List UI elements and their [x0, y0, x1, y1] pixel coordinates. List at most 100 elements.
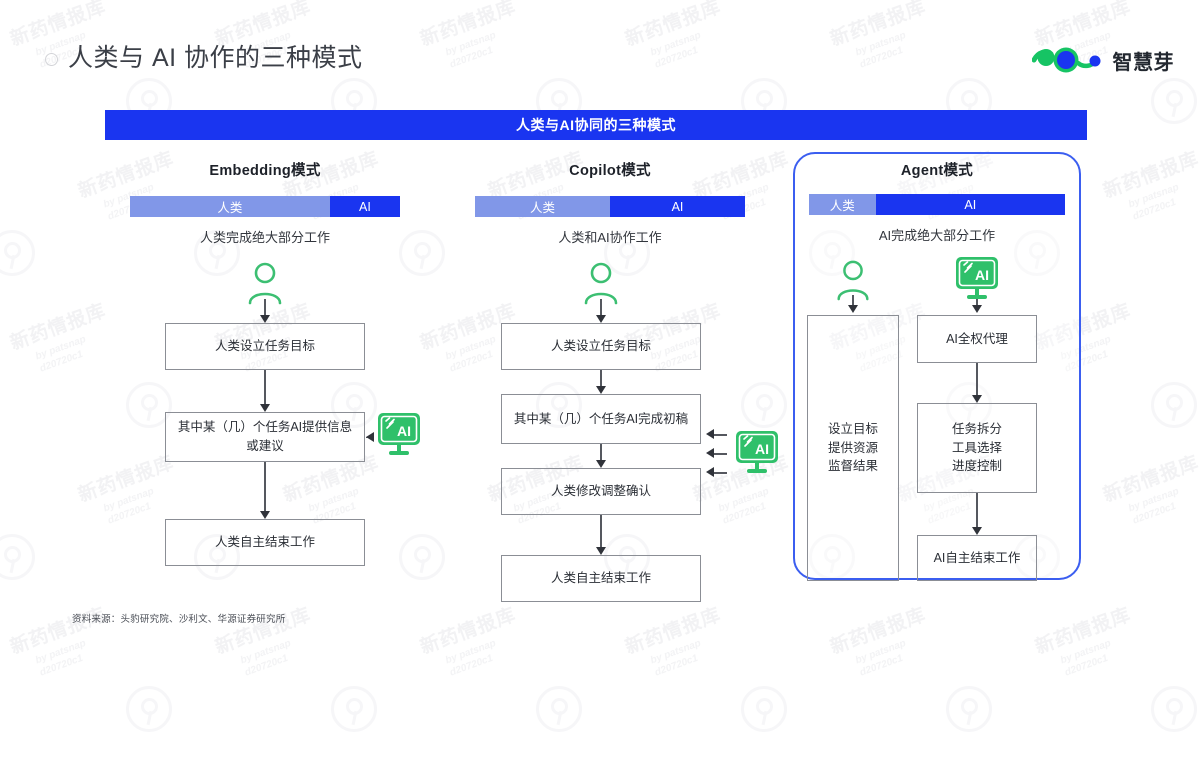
ai-monitor-icon: AI	[736, 431, 778, 473]
circle-outline-icon	[45, 53, 58, 66]
node-line: 设立目标	[827, 421, 878, 436]
source-note: 资料来源：头豹研究院、沙利文、华源证券研究所	[72, 614, 286, 625]
split-bar-ai-segment: AI	[329, 196, 400, 217]
arrow-down-icon	[971, 527, 982, 535]
node-line: 进度控制	[951, 459, 1002, 474]
connector-line	[976, 493, 978, 533]
connector-line	[713, 472, 727, 474]
node-copilot-4: 人类自主结束工作	[501, 555, 701, 602]
brand-logo-group: 智慧芽	[1031, 44, 1175, 76]
patsnap-circle-watermark-icon	[946, 686, 992, 732]
column-title-agent: Agent模式	[900, 163, 974, 179]
connector-line	[264, 370, 266, 410]
split-bar-ai-segment: AI	[610, 196, 745, 217]
patsnap-circle-watermark-icon	[0, 534, 35, 580]
arrow-down-icon	[259, 404, 270, 412]
patsnap-circle-watermark-icon	[126, 686, 172, 732]
arrow-left-icon	[706, 467, 714, 478]
arrow-down-icon	[259, 315, 270, 323]
node-embedding-1: 人类设立任务目标	[165, 323, 365, 370]
page-title: 人类与 AI 协作的三种模式	[68, 44, 363, 72]
svg-text:AI: AI	[975, 267, 989, 283]
watermark-primary-text: 新药情报库	[417, 604, 519, 659]
node-copilot-1: 人类设立任务目标	[501, 323, 701, 370]
patsnap-circle-watermark-icon	[741, 686, 787, 732]
mode-column-agent: Agent模式 人类 AI AI完成绝大部分工作 AI	[793, 152, 1081, 581]
arrow-down-icon	[847, 305, 858, 313]
connector-line	[713, 453, 727, 455]
mode-column-copilot: Copilot模式 人类 AI 人类和AI协作工作 人类设立任务目标 其中某（几…	[475, 160, 778, 602]
node-embedding-3: 人类自主结束工作	[165, 519, 365, 566]
arrow-down-icon	[595, 547, 606, 555]
node-line: 工具选择	[951, 440, 1002, 455]
connector-line	[264, 462, 266, 517]
node-line: 任务拆分	[951, 421, 1002, 436]
node-copilot-3: 人类修改调整确认	[501, 468, 701, 515]
split-bar-human-segment: 人类	[475, 196, 610, 217]
brand-name: 智慧芽	[1112, 51, 1174, 74]
arrow-down-icon	[595, 386, 606, 394]
watermark-primary-text: 新药情报库	[7, 300, 109, 355]
patsnap-circle-watermark-icon	[1151, 382, 1197, 428]
flow-copilot: 人类设立任务目标 其中某（几）个任务AI完成初稿 人类修改调整确认 人类自主结束…	[475, 261, 778, 602]
connector-line	[600, 444, 602, 466]
patsnap-circle-watermark-icon	[399, 230, 445, 276]
flow-agent: AI 设立目标 提供资源 监督结果 AI全权代理 任务拆分 工具选择 进度控制	[793, 257, 1081, 599]
split-bar-human-segment: 人类	[130, 196, 330, 217]
arrow-down-icon	[595, 315, 606, 323]
watermark-primary-text: 新药情报库	[212, 604, 314, 659]
mode-column-embedding: Embedding模式 人类 AI 人类完成绝大部分工作 人类设立任务目标 其中…	[130, 160, 420, 591]
connector-line	[600, 299, 602, 319]
node-embedding-2: 其中某（几）个任务AI提供信息或建议	[165, 412, 365, 462]
split-bar-human-segment: 人类	[809, 194, 876, 215]
watermark-primary-text: 新药情报库	[1100, 452, 1200, 507]
column-caption-copilot: 人类和AI协作工作	[558, 230, 662, 245]
watermark-primary-text: 新药情报库	[1100, 148, 1200, 203]
ai-monitor-icon: AI	[956, 257, 998, 299]
arrow-left-icon	[706, 448, 714, 459]
arrow-down-icon	[971, 395, 982, 403]
flow-embedding: 人类设立任务目标 其中某（几）个任务AI提供信息或建议 AI 人类自主结束工作	[130, 261, 420, 591]
node-line: 监督结果	[827, 459, 878, 474]
connector-line	[852, 295, 854, 309]
arrow-left-icon	[366, 431, 374, 442]
node-copilot-2: 其中某（几）个任务AI完成初稿	[501, 394, 701, 444]
split-bar-embedding: 人类 AI	[130, 196, 400, 217]
split-bar-copilot: 人类 AI	[475, 196, 745, 217]
agent-mode-panel-frame	[793, 152, 1081, 580]
column-title-copilot: Copilot模式	[569, 163, 651, 179]
arrow-down-icon	[595, 460, 606, 468]
arrow-down-icon	[259, 511, 270, 519]
patsnap-circle-watermark-icon	[536, 686, 582, 732]
watermark-primary-text: 新药情报库	[7, 604, 109, 659]
column-caption-embedding: 人类完成绝大部分工作	[199, 230, 330, 245]
slide-header: 人类与 AI 协作的三种模式 智慧芽	[0, 0, 1200, 95]
svg-text:AI: AI	[755, 441, 769, 457]
patsnap-node-logo-icon	[1031, 47, 1100, 73]
patsnap-circle-watermark-icon	[0, 230, 35, 276]
ai-monitor-icon: AI	[378, 413, 420, 455]
connector-line	[264, 299, 266, 319]
column-title-embedding: Embedding模式	[209, 163, 321, 179]
split-bar-agent: 人类 AI	[809, 194, 1065, 215]
node-agent-ai-2: 任务拆分 工具选择 进度控制	[917, 403, 1037, 493]
patsnap-circle-watermark-icon	[399, 534, 445, 580]
